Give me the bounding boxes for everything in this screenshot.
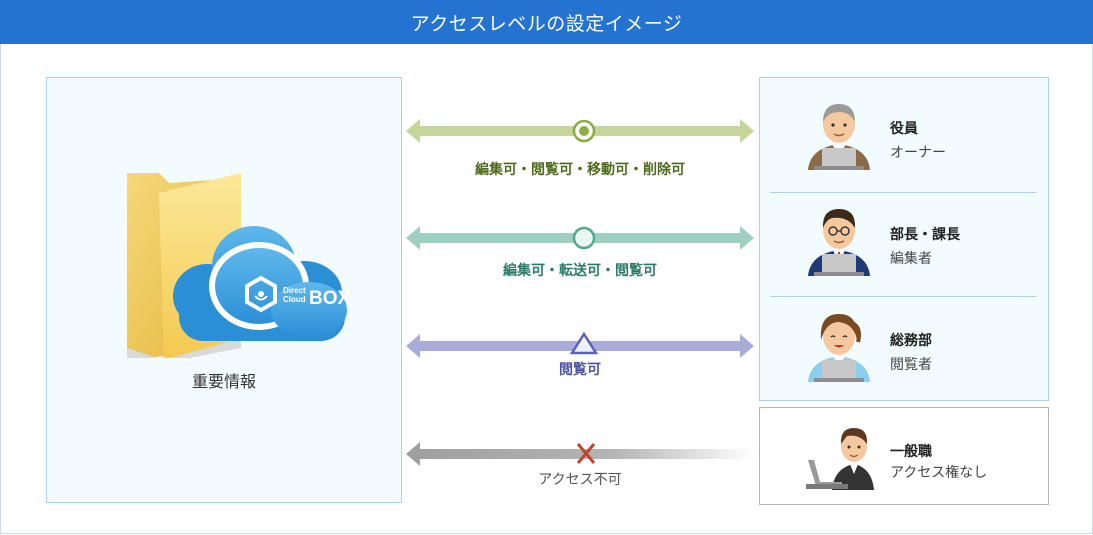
arrow-manager-access: 編集可・転送可・閲覧可 [406,224,754,284]
circle-icon [572,226,596,250]
arrow-label-no-access: アクセス不可 [538,472,622,488]
arrow-label-manager: 編集可・転送可・閲覧可 [503,263,657,279]
manager-person-icon [808,209,870,276]
role-title-manager: 部長・課長 [890,227,960,243]
general-affairs-person-icon [808,314,870,382]
logo-cloud-text: Cloud [283,295,306,304]
general-staff-person-icon [806,428,874,490]
role-sub-manager: 編集者 [890,251,932,267]
role-executive: 役員 オーナー [760,78,1048,183]
diagram-title: アクセスレベルの設定イメージ [410,12,683,35]
role-divider [770,192,1036,193]
role-title-general-staff: 一般職 [890,444,932,460]
role-sub-executive: オーナー [890,145,946,161]
arrow-general-affairs-access: 閲覧可 [406,329,754,389]
authorized-roles-panel: 役員 オーナー 部長・課長 編集者 [759,77,1049,401]
role-sub-general-affairs: 閲覧者 [890,357,932,373]
role-title-executive: 役員 [890,121,918,137]
role-general-affairs: 総務部 閲覧者 [760,290,1048,395]
double-arrow-green [406,119,754,143]
no-access-role-panel: 一般職 アクセス権なし [759,407,1049,505]
important-info-panel: Direct Cloud BOX 重要情報 [46,77,402,503]
left-arrow-gray [406,442,754,466]
arrow-no-access: アクセス不可 [406,439,754,499]
arrow-label-executive: 編集可・閲覧可・移動可・削除可 [475,162,685,178]
role-divider [770,296,1036,297]
double-arrow-teal [406,226,754,250]
logo-box-text: BOX [309,288,351,309]
triangle-icon [569,331,599,355]
double-arrow-purple [406,331,754,358]
arrow-executive-access: 編集可・閲覧可・移動可・削除可 [406,117,754,178]
role-sub-general-staff: アクセス権なし [890,465,988,481]
logo-direct-text: Direct [283,286,306,295]
role-title-general-affairs: 総務部 [890,333,932,349]
important-info-label: 重要情報 [191,372,256,391]
arrow-label-general-affairs: 閲覧可 [559,362,601,378]
cross-icon [576,443,596,464]
executive-person-icon [808,104,870,170]
role-manager: 部長・課長 編集者 [760,184,1048,289]
folder-cloud-icon: Direct Cloud BOX [127,173,351,358]
diagram-title-bar: アクセスレベルの設定イメージ [0,0,1093,44]
